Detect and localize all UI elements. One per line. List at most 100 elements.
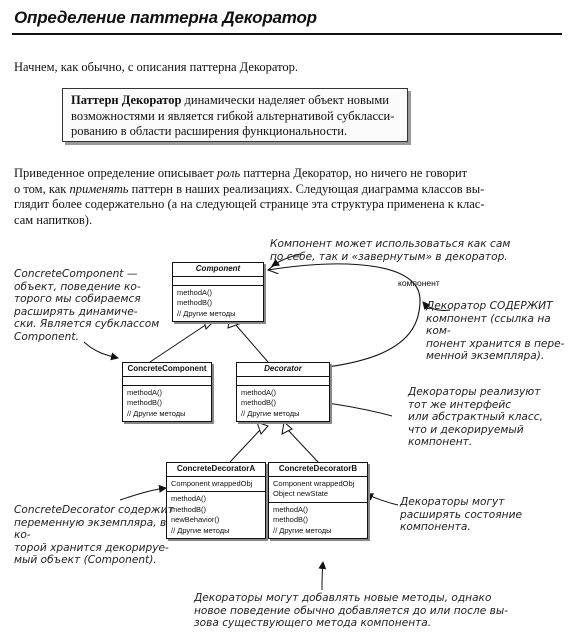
method: methodA() [273, 504, 309, 514]
method: // Другие методы [127, 408, 186, 418]
definition-pattern-name: Паттерн Декоратор [71, 93, 182, 107]
para-l2c: паттерн в наших реализациях. Следующая д… [128, 181, 485, 196]
annotation-line: торой хранится декорируе- [14, 541, 169, 554]
method: // Другие методы [273, 525, 332, 535]
annotation-line: ConcreteDecorator содержит [14, 504, 174, 516]
para-line-3: глядит более содержательно (а на следующ… [14, 197, 485, 211]
class-component: Component methodA() methodB() // Другие … [172, 262, 264, 322]
has-a-composition-arrow [239, 264, 421, 373]
page-title: Определение паттерна Декоратор [14, 8, 317, 27]
annotation-line: зова существующего метода компонента. [194, 617, 432, 629]
annotation-new-methods: Декораторы могут добавлять новые методы,… [194, 592, 514, 630]
annotation-line: переменную экземпляра, в ко- [14, 516, 167, 542]
class-name: ConcreteComponent [123, 363, 211, 377]
para-l2b: применять [69, 181, 129, 196]
annotation-line: новое поведение обычно добавляется до ил… [194, 604, 509, 617]
method: methodB() [127, 398, 163, 407]
annotation-concrete-decorator: ConcreteDecorator содержит переменную эк… [14, 504, 174, 567]
method: // Другие методы [171, 525, 230, 535]
method: methodA() [241, 387, 277, 397]
annotation-line: Декораторы могут [400, 496, 505, 508]
para-l2a: о том, как [14, 181, 70, 196]
annotation-line: расширять динамиче- [14, 305, 138, 318]
annotation-decorator-has: Декоратор СОДЕРЖИТ компонент (ссылка на … [426, 300, 576, 363]
inherit-triangle-decorator-a [256, 421, 269, 435]
annotation-line: торого мы собираемся [14, 293, 141, 305]
class-fields [123, 377, 211, 386]
composition-label: компонент [398, 278, 440, 288]
annotation-line: менной экземпляра). [426, 350, 545, 362]
inherit-triangle-decorator-b [281, 421, 293, 435]
class-concrete-decorator-b: ConcreteDecoratorB Component wrappedObj … [268, 462, 368, 539]
method: methodB() [241, 398, 277, 407]
annotation-decorators-implement: Декораторы реализуют тот же интерфейс ил… [408, 386, 558, 449]
inherit-line-concrete-component [149, 323, 208, 363]
class-methods: methodA() methodB() newBehavior() // Дру… [167, 492, 265, 538]
definition-line-3: рованию в области расширения функциональ… [71, 124, 348, 138]
annotation-line: по себе, так и «завернутым» в декоратор. [270, 250, 508, 263]
inherit-line-decorator [234, 323, 269, 363]
field: Component wrappedObj [171, 478, 253, 488]
class-fields [173, 277, 263, 286]
method: methodB() [273, 515, 309, 524]
class-methods: methodA() methodB() // Другие методы [123, 386, 211, 422]
annotation-line: компонента. [400, 521, 471, 533]
para-l1c: паттерна Декоратор, но ничего не говорит [240, 166, 468, 180]
field: Component wrappedObj [273, 478, 355, 488]
inherit-line-decorator-b [287, 429, 319, 463]
class-name: Component [173, 263, 263, 277]
annot-arrow-concrete-component [83, 341, 119, 361]
annotation-line: что и декорируемый [408, 423, 524, 436]
class-concrete-component: ConcreteComponent methodA() methodB() //… [122, 362, 212, 422]
definition-line-1-rest: динамически наделяет объект новыми [181, 93, 389, 107]
method: newBehavior() [171, 515, 220, 524]
annotation-line: мый объект (Component). [14, 554, 157, 566]
definition-line-2: возможностями и является гибкой альтерна… [71, 108, 395, 123]
class-name: ConcreteDecoratorA [167, 463, 265, 477]
annotation-line: объект, поведение ко- [14, 280, 141, 293]
class-methods: methodA() methodB() // Другие методы [269, 503, 367, 539]
method: methodA() [171, 494, 207, 503]
title-rule [12, 33, 562, 35]
annot-arrow-state [365, 493, 399, 506]
para-line-1: Приведенное определение описывает роль п… [14, 166, 534, 182]
annotation-line: ConcreteComponent — [14, 268, 138, 280]
annotation-extend-state: Декораторы могут расширять состояние ком… [400, 496, 550, 534]
class-fields [237, 377, 329, 386]
para-l1a: Приведенное определение описывает [14, 166, 217, 180]
annotation-line: ски. Является субклассом [14, 318, 160, 330]
annotation-line: или абстрактный класс, [408, 411, 543, 423]
annotation-line: расширять состояние [400, 508, 522, 521]
class-name: Decorator [237, 363, 329, 377]
method: methodB() [171, 504, 207, 514]
method: methodB() [177, 298, 213, 307]
annotation-line: компонент (ссылка на ком- [426, 312, 551, 338]
annot-arrow-has [422, 301, 451, 311]
class-name: ConcreteDecoratorB [269, 463, 367, 477]
annotation-line: Компонент может использоваться как сам [270, 238, 511, 250]
class-concrete-decorator-a: ConcreteDecoratorA Component wrappedObj … [166, 462, 266, 539]
class-methods: methodA() methodB() // Другие методы [173, 286, 263, 322]
annot-arrow-concrete-decorator [119, 484, 167, 501]
annotation-line: Декоратор СОДЕРЖИТ [426, 300, 553, 312]
method: methodA() [127, 387, 163, 397]
para-line-2: о том, как применять паттерн в наших реа… [14, 182, 534, 198]
annotation-line: тот же интерфейс [408, 398, 512, 411]
para-line-4: сам напитков). [14, 212, 93, 227]
annotation-concrete-component: ConcreteComponent — объект, поведение ко… [14, 268, 164, 343]
explanation-paragraph: Приведенное определение описывает роль п… [14, 166, 534, 228]
class-fields: Component wrappedObj Object newState [269, 477, 367, 503]
para-l1b: роль [216, 166, 241, 180]
annotation-line: Component. [14, 330, 79, 343]
annotation-top: Компонент может использоваться как сам п… [270, 238, 570, 263]
annot-arrow-implements [319, 398, 393, 417]
annotation-line: компонент. [408, 436, 473, 448]
field: Object newState [273, 489, 329, 498]
method: methodA() [177, 287, 213, 297]
annotation-line: Декораторы реализуют [408, 386, 541, 398]
class-methods: methodA() methodB() // Другие методы [237, 386, 329, 422]
method: // Другие методы [177, 308, 236, 318]
class-decorator: Decorator methodA() methodB() // Другие … [236, 362, 330, 422]
intro-text: Начнем, как обычно, с описания паттерна … [14, 60, 298, 74]
annotation-line: Декораторы могут добавлять новые методы,… [194, 592, 492, 604]
